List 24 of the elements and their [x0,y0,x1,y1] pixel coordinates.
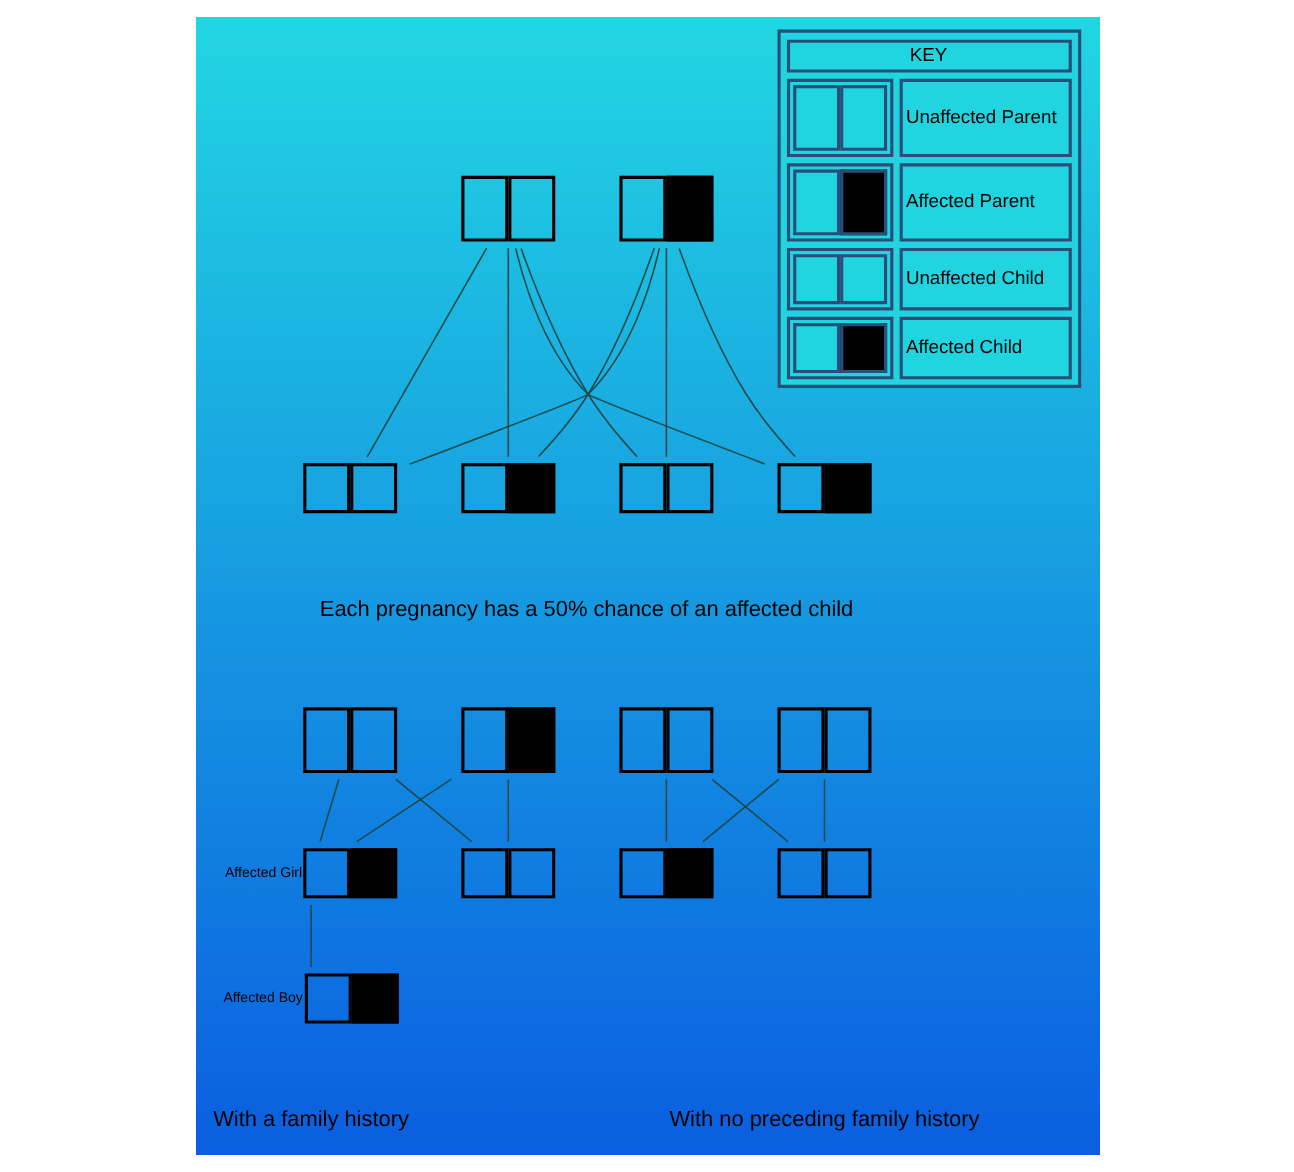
connector [506,778,509,843]
connector [822,778,825,843]
label: With a family history [212,1108,408,1133]
connector [664,247,667,458]
legend-label: Unaffected Child [904,266,1044,289]
connector [506,247,509,458]
connector [513,247,765,465]
legend-label: Affected Child [904,334,1022,357]
connector [701,778,779,843]
connector [365,247,487,458]
legend-label: Affected Parent [904,189,1034,212]
connector [536,247,655,458]
connector [309,904,311,968]
connector [519,247,637,458]
connector [394,778,472,843]
connector [354,778,452,843]
label: Each pregnancy has a 50% chance of an affected child [318,598,853,623]
legend-label: Unaffected Parent [904,104,1056,127]
connector [664,778,667,843]
connector [710,778,788,843]
connector [677,247,796,458]
connector [318,778,339,843]
connector [407,247,660,465]
label: With no preceding family history [668,1108,979,1133]
